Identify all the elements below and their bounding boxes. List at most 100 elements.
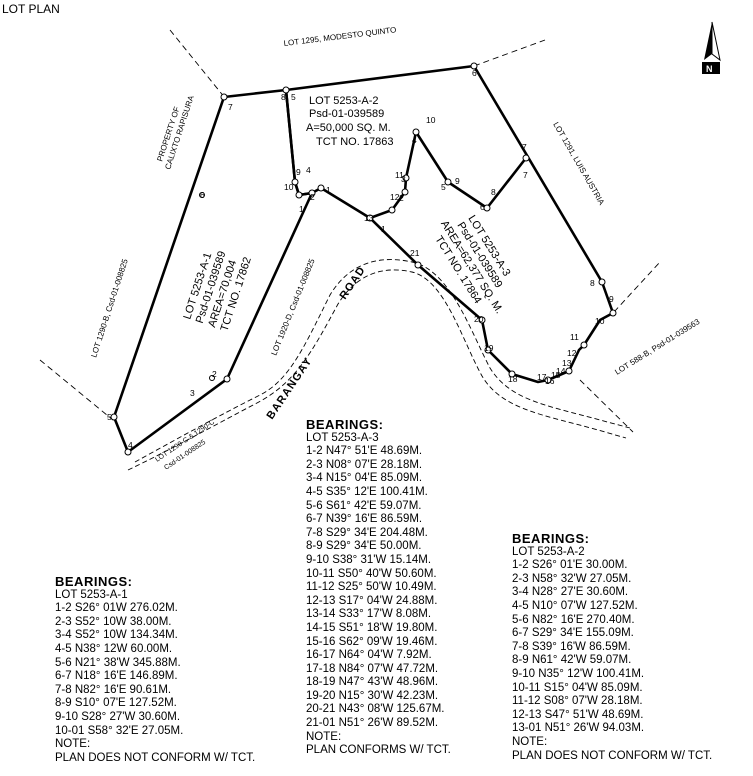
lot-a3-boundary <box>369 130 528 220</box>
bearing-line: 3-4 N28° 27'E 30.60M. <box>512 586 629 599</box>
corner-label: 12 <box>390 192 400 202</box>
corner-label: 13 <box>562 358 572 368</box>
corner-label: 2 <box>212 369 217 379</box>
corner-label: 14 <box>556 366 566 376</box>
lot-a2-psd: Psd-01-039589 <box>309 108 384 120</box>
bearing-line: 4-5 S35° 12'E 100.41M. <box>306 485 428 498</box>
bearings-table-a3: BEARINGS: LOT 5253-A-3 1-2 N47° 51'E 48.… <box>306 418 451 758</box>
bearing-line: 18-19 N47° 43'W 48.96M. <box>306 676 439 689</box>
adjoining-lot-1290b: LOT 1290-B, Csd-01-008825 <box>89 257 130 358</box>
corner-label: 12 <box>567 348 577 358</box>
bearings-conform: PLAN DOES NOT CONFORM W/ TCT. <box>55 751 256 764</box>
bearings-conform: PLAN CONFORMS W/ TCT. <box>306 744 451 757</box>
bearing-line: 15-16 S62° 09'W 19.46M. <box>306 635 438 648</box>
bearings-note: NOTE: <box>306 730 342 743</box>
corner-label: 7 <box>523 170 528 180</box>
corner-label: 15 <box>551 370 561 380</box>
bearing-line: 17-18 N84° 07'W 47.72M. <box>306 662 439 675</box>
north-label: N <box>706 64 713 74</box>
bearing-line: 6-7 S29° 34'E 155.09M. <box>512 627 634 640</box>
adjoining-lot-1295: LOT 1295, MODESTO QUINTO <box>283 25 397 48</box>
plan-title: LOT PLAN <box>2 2 60 16</box>
corner-label: 9 <box>455 176 460 186</box>
bearing-line: 8-9 S29° 34'E 50.00M. <box>306 540 422 553</box>
corner-label: 5 <box>441 182 446 192</box>
corner-label: 2 <box>399 193 404 203</box>
bearing-line: 3-4 S52° 10W 134.34M. <box>55 629 178 642</box>
bearing-line: 1-2 S26° 01'E 30.00M. <box>512 559 628 572</box>
corner-label: 7 <box>522 142 527 152</box>
corner-label: 19 <box>484 343 494 353</box>
corner-label: 3 <box>401 174 406 184</box>
bearing-line: 5-6 N21° 38'W 345.88M. <box>55 656 181 669</box>
bearings-heading: BEARINGS: <box>306 417 384 432</box>
adjoining-labels: LOT 1295, MODESTO QUINTO PROPERTY OF CAL… <box>89 25 701 471</box>
bearings-note: NOTE: <box>55 738 91 751</box>
bearing-line: 2-3 S52° 10W 38.00M. <box>55 615 172 628</box>
adjoining-boundary-se <box>579 379 634 433</box>
bearings-heading: BEARINGS: <box>55 574 133 589</box>
bearing-line: 5-6 N82° 16'E 270.40M. <box>512 613 635 626</box>
corner-label: 5 <box>107 412 112 422</box>
bearing-line: 9-10 N35° 12'W 100.41M. <box>512 667 645 680</box>
adjoining-boundary-nw <box>169 29 226 99</box>
corner-label: 13 <box>364 213 374 223</box>
bearing-line: 5-6 S61° 42'E 59.07M. <box>306 499 422 512</box>
bearing-line: 10-11 S50° 40'W 50.60M. <box>306 567 437 580</box>
lot-a3-label: LOT 5253-A-3 Psd-01-039589 AREA=62,377 S… <box>432 213 512 316</box>
bearings-lot-name: LOT 5253-A-3 <box>306 431 379 444</box>
corner-label: 10 <box>426 115 436 125</box>
bearing-line: 13-01 N51° 26'W 94.03M. <box>512 722 645 735</box>
bearing-line: 19-20 N15° 30'W 42.23M. <box>306 689 439 702</box>
corner-label: 10 <box>284 182 294 192</box>
corner-markers <box>110 62 617 456</box>
corner-label: 7 <box>228 102 233 112</box>
bearings-table-a2: BEARINGS: LOT 5253-A-2 1-2 S26° 01'E 30.… <box>512 532 712 763</box>
corner-label: 1 <box>381 224 386 234</box>
bearing-line: 4-5 N38° 12W 60.00M. <box>55 642 173 655</box>
bearings-heading: BEARINGS: <box>512 531 590 546</box>
corner-label: 17 <box>537 372 547 382</box>
bearings-conform: PLAN DOES NOT CONFORM W/ TCT. <box>512 749 713 762</box>
lot-a2-label: LOT 5253-A-2 Psd-01-039589 A=50,000 SQ. … <box>306 95 393 148</box>
road-edge-south <box>127 269 627 471</box>
lot-a2-tct: TCT NO. 17863 <box>316 136 393 148</box>
corner-label: 8 <box>590 278 595 288</box>
corner-label: 3 <box>190 388 195 398</box>
corner-label: 16 <box>545 376 555 386</box>
bearing-line: 10-01 S58° 32'E 27.05M. <box>55 724 184 737</box>
road-label-road: ROAD <box>338 264 369 302</box>
corner-label: 6 <box>480 202 485 212</box>
bearing-line: 9-10 S28° 27'W 30.60M. <box>55 710 181 723</box>
bearing-line: 3-4 N15° 04'E 85.09M. <box>306 472 423 485</box>
bearing-line: 2-3 N58° 32'W 27.05M. <box>512 572 632 585</box>
bearing-line: 14-15 S51° 18'W 19.80M. <box>306 621 438 634</box>
adjoining-boundary-ne <box>473 39 546 67</box>
bearing-line: 6-7 N18° 16'E 146.89M. <box>55 670 178 683</box>
adjoining-lot-1291: LOT 1291, LUIS AUSTRIA <box>551 121 606 208</box>
corner-label: 9 <box>609 294 614 304</box>
bearing-line: 4-5 N10° 07'W 127.52M. <box>512 599 638 612</box>
adjoining-boundary-sw <box>39 359 114 421</box>
bearing-line: 8-9 N61° 42'W 59.07M. <box>512 654 632 667</box>
bearing-line: 12-13 S47° 51'W 48.69M. <box>512 708 644 721</box>
corner-label: 9 <box>296 167 301 177</box>
north-arrow-icon <box>702 21 721 74</box>
corner-label: 8 <box>281 92 286 102</box>
bearing-line: 7-8 N82° 16'E 90.61M. <box>55 683 172 696</box>
bearings-table-a1: BEARINGS: LOT 5253-A-1 1-2 S26° 01W 276.… <box>55 575 255 765</box>
bearing-line: 7-8 S29° 34'E 204.48M. <box>306 526 428 539</box>
adjoining-boundary-e <box>613 261 661 313</box>
lot-a2-name: LOT 5253-A-2 <box>309 95 379 107</box>
road-label-barangay: BARANGAY <box>265 355 315 422</box>
bearing-line: 11-12 S25° 50'W 10.49M. <box>306 581 437 594</box>
bearing-line: 2-3 N08° 07'E 28.18M. <box>306 458 423 471</box>
corner-label: 2 <box>310 192 315 202</box>
lot-a1-label: LOT 5253-A-1 Psd-01-039589 AREA=70,004 T… <box>181 250 253 333</box>
road-edge-north <box>134 259 631 463</box>
corner-label: 1 <box>299 204 304 214</box>
bearing-line: 10-11 S15° 04'W 85.09M. <box>512 681 643 694</box>
corner-label: 4 <box>128 440 133 450</box>
corner-label: 21 <box>410 248 420 258</box>
bearing-line: 1-2 S26° 01W 276.02M. <box>55 602 178 615</box>
